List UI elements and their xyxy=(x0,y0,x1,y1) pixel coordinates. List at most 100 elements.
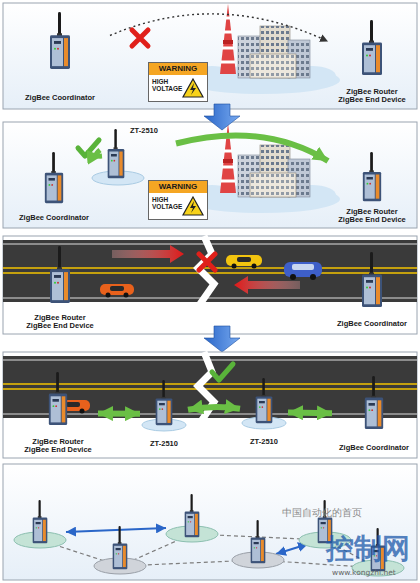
link-arrow xyxy=(110,14,328,42)
zigbee-device: ZigBee Router ZigBee End Device xyxy=(18,370,98,456)
voltage-symbol xyxy=(182,196,204,216)
link-arrow xyxy=(188,407,240,410)
panel-frame xyxy=(3,464,417,580)
mesh-device xyxy=(185,494,200,537)
step-arrow xyxy=(204,104,240,130)
art-circle xyxy=(252,264,257,269)
device-label-text: ZigBee Router ZigBee End Device xyxy=(20,438,96,455)
link-arrow xyxy=(98,410,140,416)
art-circle xyxy=(80,409,85,414)
device-body xyxy=(45,152,63,203)
link-arrow xyxy=(176,135,328,161)
art-rect xyxy=(100,284,134,295)
warning-title: WARNING xyxy=(149,181,207,193)
warning-sign: WARNING HIGH VOLTAGE xyxy=(148,62,208,102)
ok-check xyxy=(78,140,99,156)
mesh-device xyxy=(251,520,266,563)
device-body xyxy=(50,246,70,303)
zigbee-device: ZigBee Coordinator xyxy=(8,150,100,224)
step-arrow xyxy=(204,326,240,352)
warning-title: WARNING xyxy=(149,63,207,75)
lightning-bolt xyxy=(190,201,196,213)
art-rect xyxy=(66,402,80,407)
road-break xyxy=(198,236,214,304)
warning-body: HIGH VOLTAGE xyxy=(152,196,182,211)
device-label: ZigBee Router ZigBee End Device xyxy=(22,314,98,331)
art-rect xyxy=(110,286,124,291)
warning-text: HIGH VOLTAGE xyxy=(152,196,182,211)
mesh-device xyxy=(113,526,128,569)
warning-text: HIGH VOLTAGE xyxy=(152,78,182,93)
fail-cross xyxy=(132,30,148,46)
mesh-arrow xyxy=(66,528,166,532)
art-circle xyxy=(232,264,237,269)
art-rect xyxy=(237,257,251,262)
warning-band: WARNING xyxy=(149,181,207,193)
device-label-text: ZT-2510 xyxy=(241,438,287,447)
road-centerline xyxy=(3,384,417,389)
watermark-text: 中国自动化的首页 xyxy=(282,506,362,520)
zigbee-device: ZigBee Router ZigBee End Device xyxy=(12,244,108,332)
art-circle xyxy=(290,274,296,280)
device-icon xyxy=(48,12,72,70)
device-body xyxy=(156,380,173,425)
warning-triangle xyxy=(183,79,203,97)
device-label: ZigBee Coordinator xyxy=(332,444,416,453)
zigbee-device: ZigBee Coordinator xyxy=(332,374,416,454)
ok-check xyxy=(212,364,233,380)
device-label: ZT-2510 xyxy=(141,440,187,449)
blocked-arrow xyxy=(234,276,300,294)
zigbee-device: ZigBee Coordinator xyxy=(10,10,110,104)
device-icon xyxy=(47,372,69,426)
device-body xyxy=(49,372,67,425)
art-rect xyxy=(226,255,262,266)
watermark-text: 控制网 xyxy=(326,530,410,568)
device-label-text: ZigBee Coordinator xyxy=(9,214,99,223)
zigbee-device: ZigBee Router ZigBee End Device xyxy=(328,18,416,106)
panel-frame xyxy=(3,122,417,228)
link-arrow xyxy=(96,150,102,156)
device-label-text: ZT-2510 xyxy=(130,127,174,136)
device-body xyxy=(363,152,381,201)
car xyxy=(284,262,322,280)
car xyxy=(100,284,134,298)
device-label: ZigBee Coordinator xyxy=(12,94,108,103)
fail-cross xyxy=(199,254,215,270)
warning-band: WARNING xyxy=(149,63,207,75)
zigbee-device: ZT-2510 xyxy=(140,378,188,450)
device-label: ZigBee Router ZigBee End Device xyxy=(334,88,410,105)
warning-triangle xyxy=(183,197,203,215)
device-icon xyxy=(360,252,384,308)
panel-frame xyxy=(3,352,417,458)
device-label-text: ZigBee Coordinator xyxy=(332,444,416,453)
art-circle xyxy=(106,293,111,298)
zigbee-device: ZT-2510 xyxy=(240,376,288,448)
device-label-text: ZT-2510 xyxy=(141,440,187,449)
mesh-device xyxy=(33,500,48,543)
device-body xyxy=(256,378,273,423)
device-label: ZT-2510 xyxy=(241,438,287,447)
device-body xyxy=(50,12,70,69)
art-rect xyxy=(292,264,314,270)
zigbee-device: ZT-2510 xyxy=(102,125,176,181)
device-icon xyxy=(361,152,383,202)
device-label-text: ZigBee Coordinator xyxy=(12,94,108,103)
device-label-text: ZigBee Router ZigBee End Device xyxy=(22,314,98,331)
zigbee-device: ZigBee Coordinator xyxy=(328,250,416,330)
car xyxy=(226,255,262,269)
warning-body: HIGH VOLTAGE xyxy=(152,78,182,93)
panel-frame xyxy=(3,3,417,109)
device-label: ZT-2510 xyxy=(130,127,174,136)
zigbee-device: ZigBee Router ZigBee End Device xyxy=(328,150,416,226)
device-body xyxy=(365,376,383,429)
device-icon xyxy=(48,246,72,304)
art-circle xyxy=(310,274,316,280)
device-icon xyxy=(43,152,65,204)
device-icon xyxy=(363,376,385,430)
device-body xyxy=(362,252,382,307)
warning-sign: WARNING HIGH VOLTAGE xyxy=(148,180,208,220)
device-label-text: ZigBee Router ZigBee End Device xyxy=(334,208,410,225)
voltage-symbol xyxy=(182,78,204,98)
